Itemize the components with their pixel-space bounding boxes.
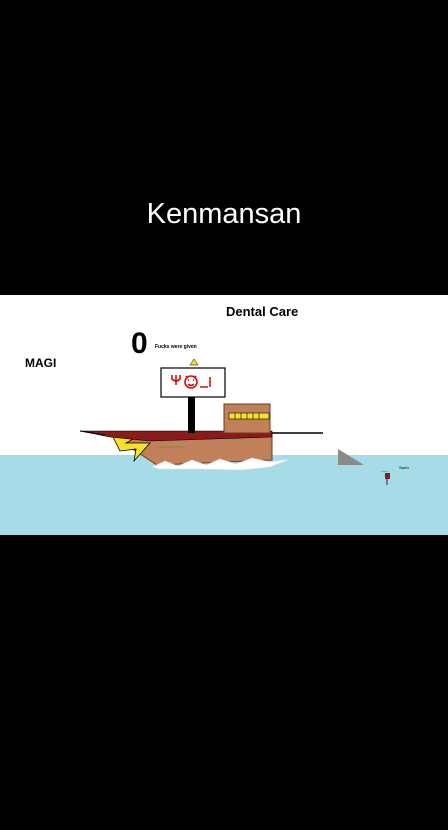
counter-value: 0 bbox=[131, 327, 148, 360]
ship-name-text: ~~~~~~~~~ bbox=[158, 445, 185, 451]
mast-flag bbox=[189, 358, 199, 366]
cabin-window bbox=[228, 412, 270, 420]
counter-caption: Fucks were given bbox=[155, 344, 197, 350]
shark-fin-icon bbox=[338, 449, 364, 465]
rope-line bbox=[79, 430, 106, 436]
video-title: Kenmansan bbox=[146, 198, 302, 230]
buoy-label: ~~~ bbox=[381, 469, 389, 474]
devil-face-icon bbox=[171, 375, 211, 389]
sign-board bbox=[160, 367, 226, 398]
swimmer-icon bbox=[385, 473, 390, 479]
game-scene: Dental Care MAGI 0 Fucks were given ~~~~… bbox=[0, 295, 448, 535]
wave-splash bbox=[151, 457, 291, 471]
scene-drawing bbox=[79, 358, 390, 485]
swimmer-label: Swim bbox=[399, 465, 409, 470]
opponent-name-label: MAGI bbox=[25, 356, 57, 370]
team-name-label: Dental Care bbox=[226, 304, 299, 319]
ship-mast bbox=[188, 397, 195, 433]
